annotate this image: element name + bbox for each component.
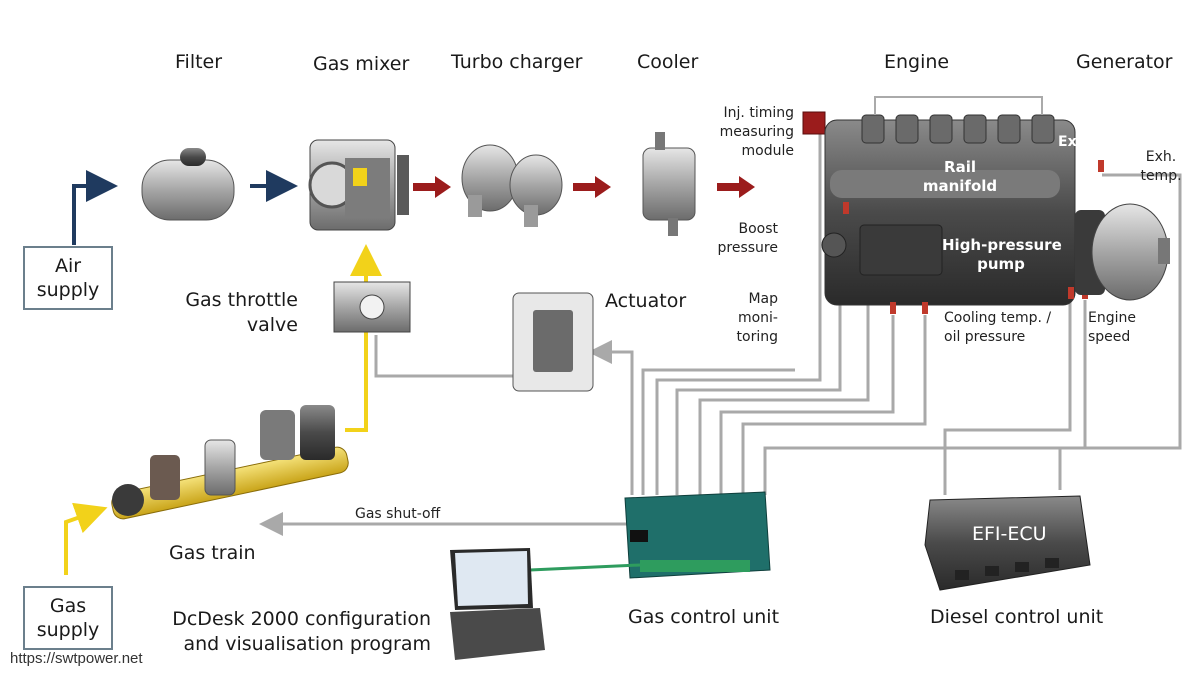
gas-control-unit-label: Gas control unit <box>628 606 780 628</box>
exhaust-label: Exhaust <box>1058 134 1121 150</box>
gas-mixer-label: Gas mixer <box>313 53 410 75</box>
actuator-image <box>512 292 594 392</box>
engine-image <box>821 96 1104 314</box>
generator-image <box>1075 203 1170 301</box>
cooler-image <box>642 132 696 236</box>
filter-label: Filter <box>175 51 223 73</box>
gas-train-label: Gas train <box>169 542 256 564</box>
actuator-label: Actuator <box>605 290 687 312</box>
mixture-arrows <box>413 176 755 198</box>
efi-ecu-label: EFI-ECU <box>972 523 1047 545</box>
air-supply-line-1: Air <box>54 255 82 277</box>
air-supply-line-2: supply <box>36 279 100 301</box>
turbo-charger-label: Turbo charger <box>451 51 583 73</box>
signal-lines <box>259 130 1182 536</box>
exh-temp-label: Exh.temp. <box>1140 149 1182 184</box>
cooling-temp-label: Cooling temp. /oil pressure <box>944 310 1052 345</box>
gas-control-unit-image <box>624 491 771 579</box>
watermark-url: https://swtpower.net <box>10 650 143 667</box>
data-cable <box>529 563 641 572</box>
filter-image <box>141 148 235 221</box>
gas-supply-line-2: supply <box>36 619 100 641</box>
diesel-control-unit-image <box>924 495 1091 591</box>
turbo-charger-image <box>461 144 563 227</box>
air-arrows <box>72 170 298 245</box>
gas-throttle-valve-image <box>333 281 411 333</box>
diesel-control-unit-label: Diesel control unit <box>930 606 1104 628</box>
gas-shutoff-label: Gas shut-off <box>355 506 441 522</box>
gas-supply-line-1: Gas <box>49 595 87 617</box>
gas-train-image <box>111 405 349 520</box>
gas-mixer-image <box>308 139 409 231</box>
generator-label: Generator <box>1076 51 1173 73</box>
engine-label: Engine <box>884 51 950 73</box>
laptop-image <box>450 548 545 660</box>
inj-timing-module <box>802 111 826 135</box>
cooler-label: Cooler <box>637 51 699 73</box>
